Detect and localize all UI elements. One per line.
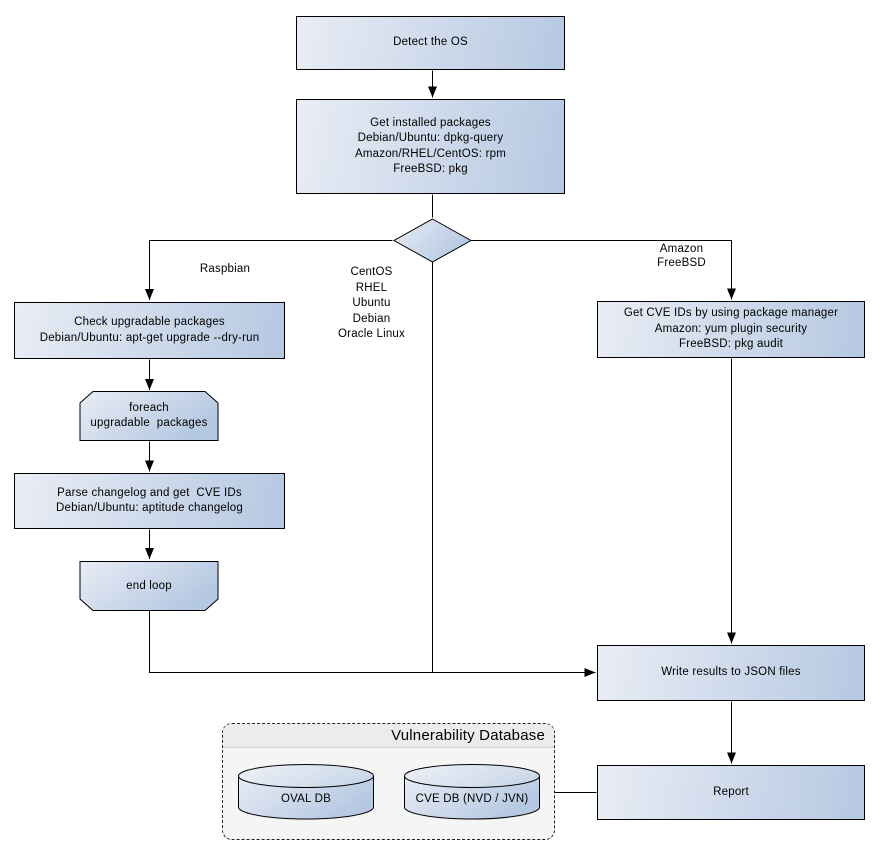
oval-db-label: OVAL DB <box>281 793 331 805</box>
database-cylinder-icon <box>404 764 540 820</box>
node-write-results-label: Write results to JSON files <box>661 666 801 679</box>
node-get-cve-ids: Get CVE IDs by using package manager Ama… <box>597 301 865 358</box>
vulnerability-database-title: Vulnerability Database <box>391 727 545 744</box>
node-get-installed-packages-label: Get installed packages Debian/Ubuntu: dp… <box>355 116 506 176</box>
node-end-loop-label: end loop <box>126 579 172 592</box>
vulnerability-database-container: Vulnerability Database <box>222 723 555 840</box>
node-report-label: Report <box>713 785 749 798</box>
cve-db-cylinder: CVE DB (NVD / JVN) <box>403 763 541 821</box>
node-foreach-loop-label: foreach upgradable packages <box>90 402 208 429</box>
branch-label-raspbian: Raspbian <box>199 263 251 275</box>
loop-end-icon <box>79 561 219 611</box>
oval-db-cylinder: OVAL DB <box>237 763 375 821</box>
branch-label-amazon-freebsd: Amazon FreeBSD <box>657 243 706 269</box>
node-get-cve-ids-label: Get CVE IDs by using package manager Ama… <box>623 307 839 351</box>
node-foreach-loop: foreach upgradable packages <box>79 390 219 442</box>
node-parse-changelog: Parse changelog and get CVE IDs Debian/U… <box>14 473 285 529</box>
node-check-upgradable-label: Check upgradable packages Debian/Ubuntu:… <box>39 316 260 344</box>
node-get-installed-packages: Get installed packages Debian/Ubuntu: dp… <box>296 99 565 194</box>
node-end-loop: end loop <box>79 560 219 612</box>
node-detect-os-label: Detect the OS <box>393 36 468 49</box>
node-parse-changelog-label: Parse changelog and get CVE IDs Debian/U… <box>56 486 243 515</box>
node-check-upgradable: Check upgradable packages Debian/Ubuntu:… <box>14 302 285 359</box>
decision-diamond <box>392 217 473 264</box>
node-write-results: Write results to JSON files <box>597 645 865 701</box>
branch-label-middle-os: CentOS RHEL Ubuntu Debian Oracle Linux <box>338 266 405 340</box>
cve-db-label: CVE DB (NVD / JVN) <box>415 793 529 805</box>
loop-start-icon <box>79 391 219 441</box>
database-cylinder-icon <box>238 764 374 820</box>
node-detect-os: Detect the OS <box>296 16 565 70</box>
diamond-icon <box>392 218 473 263</box>
node-report: Report <box>597 765 865 820</box>
vulnerability-database-header: Vulnerability Database <box>223 724 554 748</box>
